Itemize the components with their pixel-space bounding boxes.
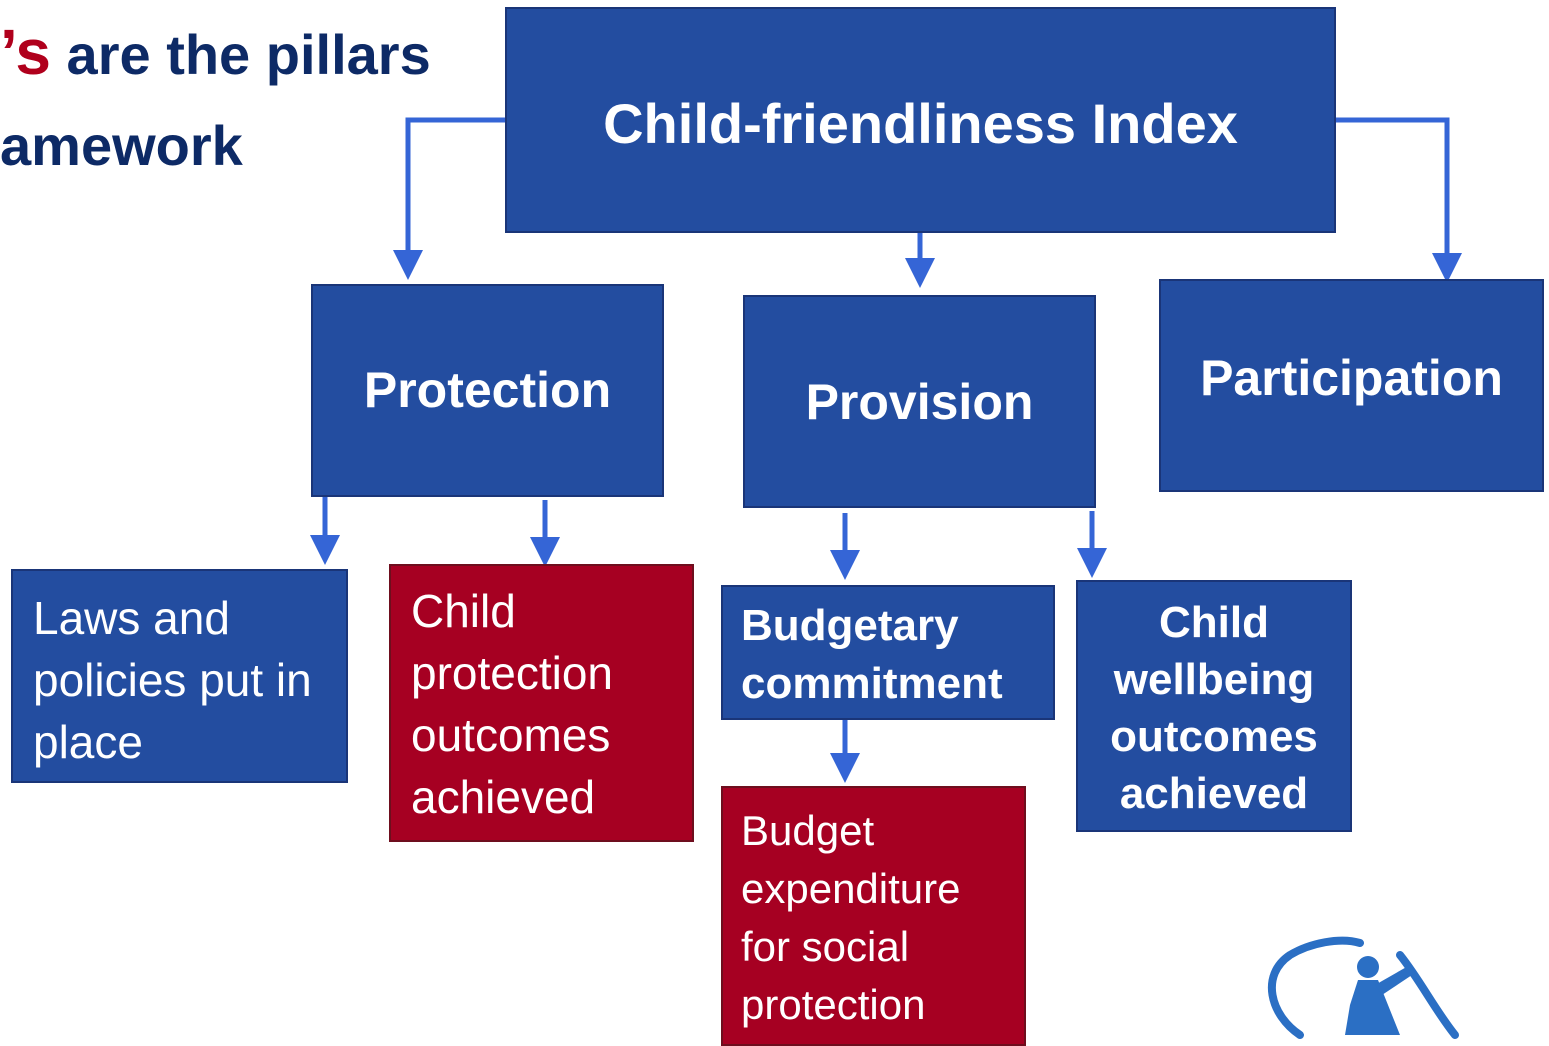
leaf-child-protection-outcomes: Child protection outcomes achieved	[389, 564, 694, 842]
leaf-laws-policies-label: Laws and policies put in place	[33, 592, 312, 768]
pillar-provision-label: Provision	[805, 373, 1034, 430]
pillar-participation-label: Participation	[1200, 349, 1503, 406]
slide-title-line2: amework	[0, 114, 243, 177]
pillar-protection-label: Protection	[363, 361, 612, 418]
leaf-child-wellbeing-outcomes: Child wellbeing outcomes achieved	[1076, 580, 1352, 832]
slide-title-line1: ’s are the pillars	[0, 6, 431, 101]
leaf-budget-expenditure: Budget expenditure for social protection	[721, 786, 1026, 1046]
leaf-laws-policies: Laws and policies put in place	[11, 569, 348, 783]
leaf-budget-expenditure-label: Budget expenditure for social protection	[741, 807, 961, 1028]
leaf-budgetary-commitment-label: Budgetary commitment	[741, 601, 1003, 708]
arrow-root-to-participation	[1320, 117, 1462, 283]
pillar-participation: Participation	[1159, 279, 1544, 492]
pillar-provision: Provision	[743, 295, 1096, 508]
slide-title-line1-text: are the pillars	[51, 23, 431, 86]
leaf-child-wellbeing-outcomes-label: Child wellbeing outcomes achieved	[1110, 598, 1318, 818]
pillar-protection: Protection	[311, 284, 664, 497]
root-box: Child-friendliness Index	[505, 7, 1336, 233]
root-label: Child-friendliness Index	[603, 92, 1238, 155]
leaf-budgetary-commitment: Budgetary commitment	[721, 585, 1055, 720]
slide-title-accent: ’s	[0, 16, 51, 88]
arrow-root-to-protection	[393, 117, 505, 280]
leaf-child-protection-outcomes-label: Child protection outcomes achieved	[411, 585, 614, 823]
child-figure-logo-icon	[1268, 936, 1459, 1039]
